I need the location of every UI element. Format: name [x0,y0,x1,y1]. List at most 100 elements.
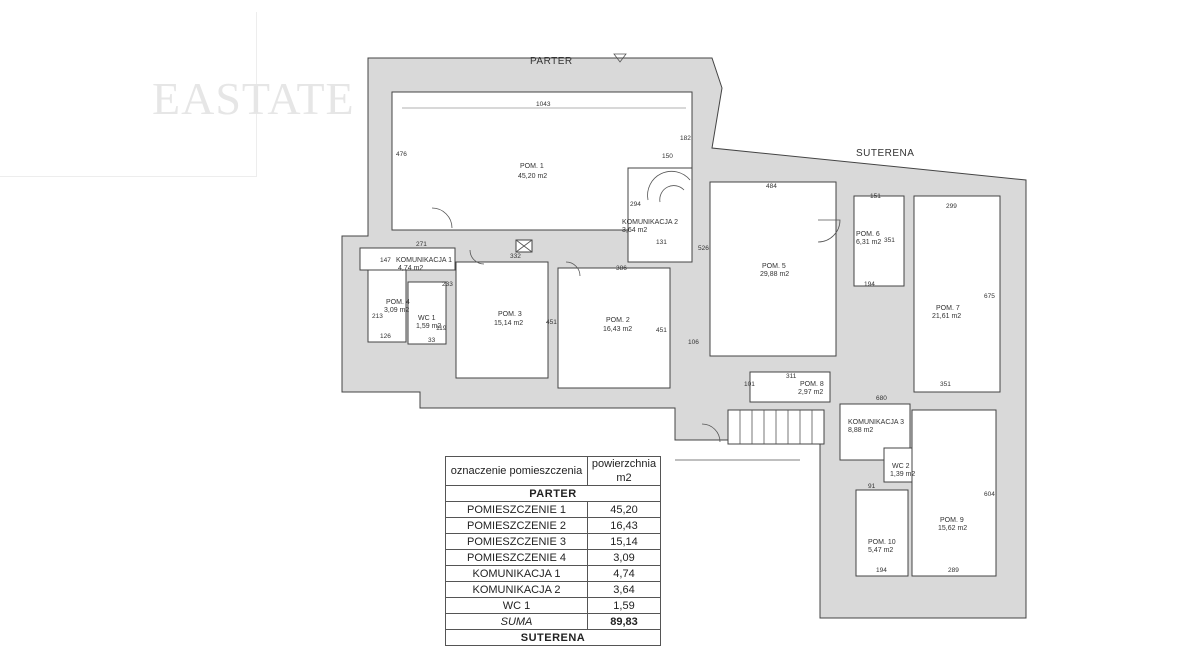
dimension-text: 147 [380,257,391,264]
table-sum-row: SUMA 89,83 [445,613,661,630]
dimension-text: 119 [436,325,447,332]
sum-label: SUMA [445,613,588,630]
room-pom-3 [455,261,549,379]
header-area: powierzchnia m2 [587,456,661,486]
dimension-text: 106 [688,339,699,346]
room-komunikacja-3 [839,403,911,461]
dimension-text: 151 [870,193,881,200]
room-area: 21,61 m2 [932,313,961,320]
dimension-text: 150 [662,153,673,160]
room-name-cell: WC 1 [445,597,588,614]
dimension-text: 451 [546,319,557,326]
dimension-text: 294 [630,201,641,208]
dimension-text: 91 [868,483,876,490]
room-area: 3,09 m2 [384,307,409,314]
table-row: WC 1 1,59 [445,597,661,614]
dimension-text: 675 [984,293,995,300]
table-header-row: oznaczenie pomieszczenia powierzchnia m2 [445,456,661,486]
table-row: KOMUNIKACJA 1 4,74 [445,565,661,582]
room-label: KOMUNIKACJA 1 [396,257,452,264]
section-parter: PARTER [445,485,661,502]
room-wc-1 [407,281,447,345]
dimension-text: 351 [884,237,895,244]
table-row: POMIESZCZENIE 4 3,09 [445,549,661,566]
dimension-text: 332 [510,253,521,260]
eastate-watermark: EASTATE [152,73,355,124]
room-komunikacja-2 [627,167,693,263]
room-area: 2,97 m2 [798,389,823,396]
room-label: POM. 7 [936,305,960,312]
dimension-text: 289 [948,567,959,574]
table-row: POMIESZCZENIE 2 16,43 [445,517,661,534]
area-cell: 15,14 [587,533,661,550]
room-area: 6,31 m2 [856,239,881,246]
room-label: POM. 2 [606,317,630,324]
dimension-text: 604 [984,491,995,498]
header-room-name: oznaczenie pomieszczenia [445,456,588,486]
room-label: POM. 4 [386,299,410,306]
sum-value: 89,83 [587,613,661,630]
room-pom-10 [855,489,909,577]
area-cell: 45,20 [587,501,661,518]
dimension-text: 484 [766,183,777,190]
room-name-cell: POMIESZCZENIE 3 [445,533,588,550]
door-swing [817,219,841,243]
room-area: 15,62 m2 [938,525,967,532]
dimension-text: 299 [946,203,957,210]
dimension-text: 182 [680,135,691,142]
room-pom-9 [911,409,997,577]
dimension-text: 33 [428,337,436,344]
dimension-text: 311 [786,373,797,380]
room-pom-8 [749,371,831,403]
floor-plan: PARTER SUTERENA POM. 1 45,20 m2 POM. 2 1… [341,53,1027,619]
room-name-cell: POMIESZCZENIE 1 [445,501,588,518]
room-pom-7 [913,195,1001,393]
dimension-text: 680 [876,395,887,402]
ventilation-marker [515,239,533,253]
room-label: KOMUNIKACJA 3 [848,419,904,426]
room-area: 4,74 m2 [398,265,423,272]
dimension-text: 386 [616,265,627,272]
room-pom-6 [853,195,905,287]
dimension-text: 101 [744,381,755,388]
area-cell: 3,64 [587,581,661,598]
room-area: 16,43 m2 [603,326,632,333]
dimension-text: 131 [656,239,667,246]
table-row: POMIESZCZENIE 3 15,14 [445,533,661,550]
room-area: 45,20 m2 [518,173,547,180]
table-section-row: PARTER [445,485,661,502]
table-row: KOMUNIKACJA 2 3,64 [445,581,661,598]
room-label: KOMUNIKACJA 2 [622,219,678,226]
room-area: 5,47 m2 [868,547,893,554]
room-area: 3,64 m2 [622,227,647,234]
room-name-cell: POMIESZCZENIE 2 [445,517,588,534]
door-swing [431,207,453,229]
room-name-cell: KOMUNIKACJA 1 [445,565,588,582]
room-area: 15,14 m2 [494,320,523,327]
logo-frame [0,12,257,177]
room-label: POM. 5 [762,263,786,270]
area-cell: 1,59 [587,597,661,614]
dimension-text: 476 [396,151,407,158]
room-label: POM. 8 [800,381,824,388]
dimension-text: 351 [940,381,951,388]
room-label: POM. 10 [868,539,896,546]
door-swing [701,423,721,443]
room-label: WC 2 [892,463,910,470]
door-swing [565,261,581,277]
room-label: POM. 9 [940,517,964,524]
dimension-text: 451 [656,327,667,334]
room-label: POM. 6 [856,231,880,238]
room-pom-5 [709,181,837,357]
dimension-text: 194 [864,281,875,288]
staircase [727,409,825,445]
room-area: 1,39 m2 [890,471,915,478]
room-label: POM. 1 [520,163,544,170]
dimension-text: 213 [372,313,383,320]
suterena-label: SUTERENA [856,148,914,159]
room-pom-2 [557,267,671,389]
room-pom-4 [367,269,407,343]
dimension-text: 526 [698,245,709,252]
door-swing [469,249,485,265]
dimension-text: 1043 [536,101,551,108]
